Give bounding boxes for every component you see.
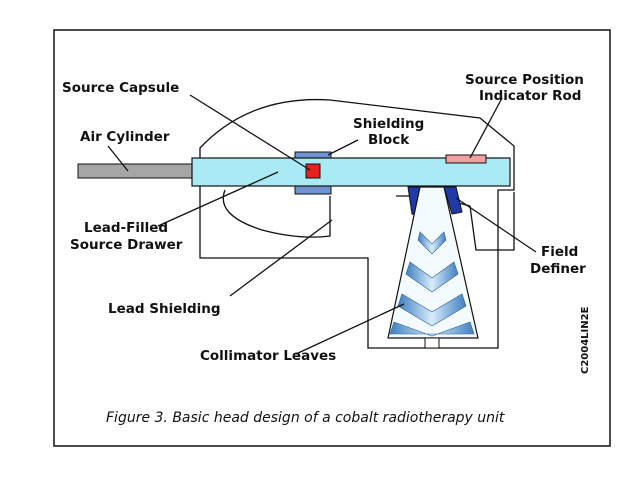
leaf-2 [405,261,459,293]
label-air-cylinder: Air Cylinder [80,129,170,145]
leader-source-capsule [189,94,311,171]
label-source-drawer: Source Drawer [70,237,183,253]
leader-lead-filled [157,171,279,227]
label-source-capsule: Source Capsule [62,80,179,96]
leader-lead-shielding [229,219,333,297]
label-definer: Definer [530,261,586,277]
leader-indicator-rod [469,97,503,159]
leader-shielding-block [327,139,359,156]
label-source-position: Source Position [465,72,584,88]
leader-lines [107,94,537,355]
leaf-1 [417,231,447,255]
label-shielding: Shielding [353,116,424,132]
leader-field-definer [455,197,537,253]
collimator-leaves [389,231,475,337]
leader-air-cylinder [107,145,129,172]
housing-outline [199,98,515,349]
source-capsule [305,163,321,179]
label-collimator-leaves: Collimator Leaves [200,348,336,364]
leader-collimator [295,303,405,355]
leaf-4 [389,321,475,337]
figure-code: C2004LIN2E [580,306,591,374]
field-definer-right [443,186,463,215]
collimator-base [424,337,440,349]
figure-caption: Figure 3. Basic head design of a cobalt … [106,410,505,426]
indicator-rod [445,154,487,164]
label-block: Block [368,132,410,148]
leaf-3 [397,293,467,327]
label-lead-filled: Lead-Filled [84,220,168,236]
label-field: Field [541,244,578,260]
figure-frame [53,29,611,447]
label-indicator-rod: Indicator Rod [479,88,581,104]
label-lead-shielding: Lead Shielding [108,301,221,317]
